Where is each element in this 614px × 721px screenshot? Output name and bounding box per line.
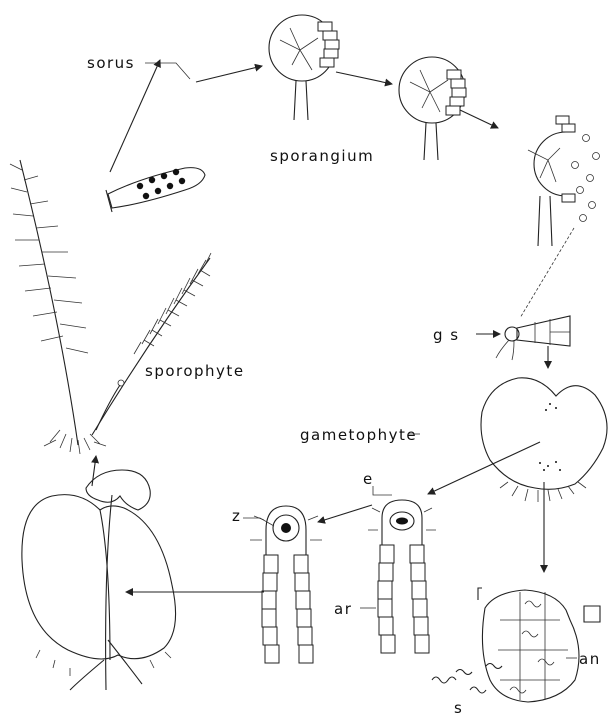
sorus-pointer: [145, 63, 190, 79]
label-s: s: [454, 699, 463, 717]
arrow-sporangium-1-to-2: [336, 72, 392, 84]
arrow-gametophyte-to-archegonium: [428, 442, 540, 494]
arrow-spore-to-germination: [520, 228, 574, 318]
z-pointer: [243, 518, 274, 526]
arrow-young-to-mature-sporophyte: [92, 456, 96, 486]
sporangium-closed: [269, 15, 339, 120]
label-sporophyte: sporophyte: [145, 362, 245, 380]
label-e: e: [363, 470, 374, 488]
arrow-egg-to-zygote: [318, 505, 372, 522]
label-gs: g s: [433, 326, 460, 344]
archegonium-with-egg: [368, 500, 436, 653]
label-an: an: [579, 650, 601, 668]
arrow-sporophyte-to-sorus: [110, 60, 160, 172]
antheridia-section: [478, 588, 600, 702]
sporangium-opening: [399, 57, 466, 160]
label-sporangium: sporangium: [270, 147, 374, 165]
arrow-sporangium-2-to-3: [460, 110, 498, 128]
germinating-spore: [496, 316, 570, 360]
label-z: z: [232, 507, 241, 525]
label-sorus: sorus: [87, 54, 135, 72]
label-gametophyte: gametophyte: [300, 426, 417, 444]
archegonium-with-zygote: [250, 506, 322, 663]
cycle-arrows: [92, 60, 574, 592]
young-sporophyte-on-gametophyte: [22, 470, 176, 690]
pinnule-with-sori: [106, 168, 205, 212]
e-pointer: [373, 486, 392, 495]
sperm-cells: [432, 664, 502, 694]
arrow-sorus-to-sporangium: [196, 66, 262, 82]
sporangium-releasing-spores: [528, 116, 600, 246]
label-ar: ar: [334, 600, 352, 618]
